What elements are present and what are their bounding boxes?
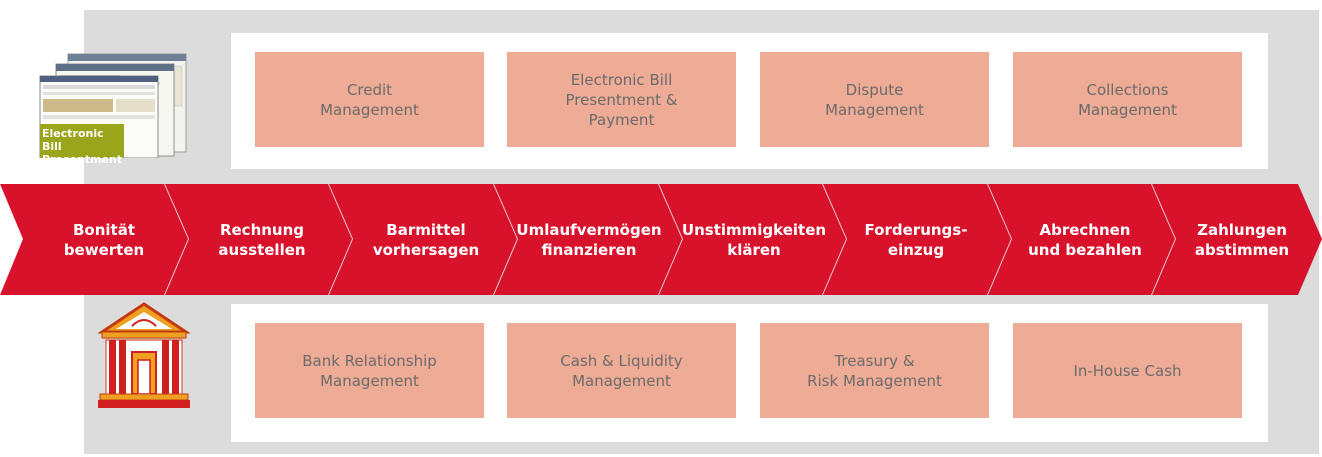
module-credit-management[interactable]: Credit Management [255,52,484,147]
module-cash-liquidity-management[interactable]: Cash & Liquidity Management [507,323,736,418]
process-flow [0,184,1322,295]
step-2-arrow [165,184,352,295]
step-1-arrow [0,184,188,295]
step-7-arrow [988,184,1175,295]
step-8-arrow [1152,184,1322,295]
bottom-module-panel: Bank Relationship Management Cash & Liqu… [231,304,1268,442]
step-abrechnen-und-bezahlen[interactable]: Abrechnen und bezahlen [1028,220,1142,259]
step-rechnung-ausstellen[interactable]: Rechnung ausstellen [218,220,306,259]
step-4-arrow [494,184,682,295]
step-bonitaet-bewerten[interactable]: Bonität bewerten [63,220,145,259]
module-treasury-risk-management[interactable]: Treasury & Risk Management [760,323,989,418]
module-dispute-management[interactable]: Dispute Management [760,52,989,147]
bank-building-icon [98,302,190,408]
step-umlaufvermoegen-finanzieren[interactable]: Umlaufvermögen finanzieren [516,220,662,259]
module-electronic-bill-presentment[interactable]: Electronic Bill Presentment & Payment [507,52,736,147]
step-barmittel-vorhersagen[interactable]: Barmittel vorhersagen [372,220,480,259]
module-collections-management[interactable]: Collections Management [1013,52,1242,147]
app-screenshot-icon [39,53,187,158]
step-5-arrow [659,184,846,295]
screenshot-caption-line2: Presentment & [42,153,123,179]
step-unstimmigkeiten-klaeren[interactable]: Unstimmigkeiten klären [681,220,827,259]
step-zahlungen-abstimmen[interactable]: Zahlungen abstimmen [1194,220,1290,259]
screenshot-caption-line1: Electronic Bill [42,127,104,153]
module-in-house-cash[interactable]: In-House Cash [1013,323,1242,418]
screenshot-caption: Electronic Bill Presentment & [42,127,122,179]
step-3-arrow [329,184,517,295]
top-module-panel: Credit Management Electronic Bill Presen… [231,33,1268,169]
module-bank-relationship-management[interactable]: Bank Relationship Management [255,323,484,418]
step-forderungseinzug[interactable]: Forderungs- einzug [864,220,968,259]
step-6-arrow [823,184,1011,295]
